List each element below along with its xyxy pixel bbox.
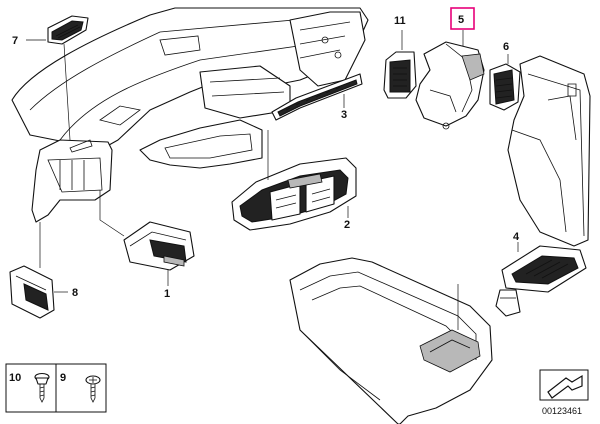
- part-9-screw: [85, 375, 101, 403]
- callout-9: 9: [60, 372, 66, 384]
- callout-2: 2: [344, 219, 350, 231]
- part-1-vent: [123, 221, 195, 271]
- callout-6: 6: [503, 41, 509, 53]
- part-3-grille: [271, 73, 363, 121]
- callout-5-highlight-box: [450, 7, 475, 30]
- part-5-duct: [415, 41, 485, 130]
- part-8-vent: [9, 265, 55, 319]
- center-console: [289, 257, 493, 424]
- part-2-vent: [231, 157, 357, 231]
- callout-10: 10: [9, 372, 21, 384]
- part-7-vent: [47, 15, 89, 45]
- part-6-vent: [489, 63, 521, 111]
- part-10-screw: [34, 372, 50, 403]
- document-number: 00123461: [542, 406, 582, 416]
- dashboard-assembly: [11, 7, 369, 223]
- callout-3: 3: [341, 109, 347, 121]
- callout-11: 11: [394, 15, 406, 27]
- callout-7: 7: [12, 35, 18, 47]
- catalog-symbol: [539, 369, 589, 401]
- callout-4: 4: [513, 231, 520, 243]
- callout-1: 1: [164, 288, 170, 300]
- callout-5: 5: [458, 14, 464, 26]
- callout-8: 8: [72, 287, 78, 299]
- part-4-vent: [495, 245, 587, 317]
- hardware-box: [5, 363, 107, 413]
- part-11-vent: [383, 51, 417, 99]
- pillar-trim: [507, 55, 591, 247]
